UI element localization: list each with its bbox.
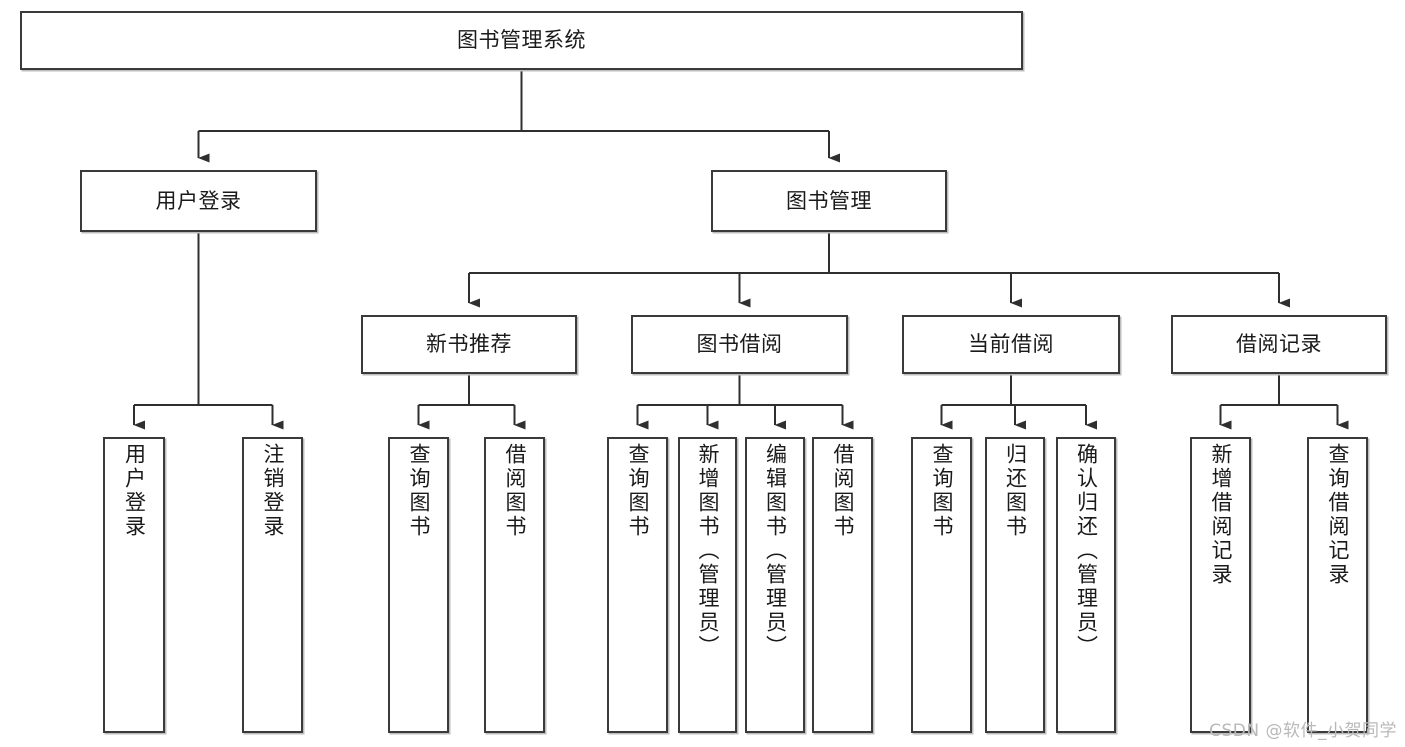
leaf-add-book[interactable]: 新增图书（管理员） — [678, 437, 737, 733]
leaf-add-borrow-record[interactable]: 新增借阅记录 — [1190, 437, 1251, 733]
leaf-edit-book[interactable]: 编辑图书（管理员） — [745, 437, 805, 733]
node-label: 图书借阅 — [696, 332, 783, 357]
node-label: 用户登录 — [122, 443, 147, 539]
node-label: 查询借阅记录 — [1326, 443, 1350, 587]
node-label: 查询图书 — [407, 443, 431, 539]
node-label: 图书管理 — [786, 188, 872, 213]
node-label: 新书推荐 — [426, 332, 512, 357]
node-new-book-recommend[interactable]: 新书推荐 — [361, 315, 577, 374]
node-label: 当前借阅 — [968, 332, 1054, 357]
node-label: 编辑图书（管理员） — [763, 443, 788, 659]
node-label: 查询图书 — [626, 443, 650, 539]
leaf-borrow-book[interactable]: 借阅图书 — [812, 437, 873, 733]
leaf-query-book-current[interactable]: 查询图书 — [911, 437, 972, 733]
node-label: 用户登录 — [155, 188, 242, 213]
leaf-query-book-recommend[interactable]: 查询图书 — [388, 437, 449, 733]
leaf-user-login[interactable]: 用户登录 — [103, 437, 165, 733]
node-label: 借阅图书 — [831, 443, 855, 539]
node-book-management[interactable]: 图书管理 — [711, 170, 947, 232]
node-label: 新增图书（管理员） — [696, 443, 720, 659]
leaf-return-book[interactable]: 归还图书 — [985, 437, 1045, 733]
node-label: 图书管理系统 — [457, 28, 586, 53]
node-label: 借阅记录 — [1236, 332, 1322, 357]
leaf-confirm-return[interactable]: 确认归还（管理员） — [1056, 437, 1116, 733]
leaf-user-logout[interactable]: 注销登录 — [242, 437, 303, 733]
leaf-borrow-book-recommend[interactable]: 借阅图书 — [484, 437, 545, 733]
node-label: 注销登录 — [261, 443, 285, 539]
node-current-borrow[interactable]: 当前借阅 — [902, 315, 1120, 374]
node-label: 归还图书 — [1003, 443, 1028, 539]
node-label: 确认归还（管理员） — [1074, 443, 1099, 659]
node-label: 借阅图书 — [503, 443, 527, 539]
leaf-query-book-borrow[interactable]: 查询图书 — [607, 437, 668, 733]
node-user-login[interactable]: 用户登录 — [80, 170, 317, 232]
node-label: 查询图书 — [930, 443, 954, 539]
watermark-text: CSDN @软件_小贺同学 — [1209, 721, 1397, 741]
node-borrow-records[interactable]: 借阅记录 — [1171, 315, 1387, 374]
node-root-system[interactable]: 图书管理系统 — [20, 11, 1023, 70]
leaf-query-borrow-record[interactable]: 查询借阅记录 — [1307, 437, 1368, 733]
node-label: 新增借阅记录 — [1209, 443, 1233, 587]
node-book-borrow[interactable]: 图书借阅 — [631, 315, 848, 374]
